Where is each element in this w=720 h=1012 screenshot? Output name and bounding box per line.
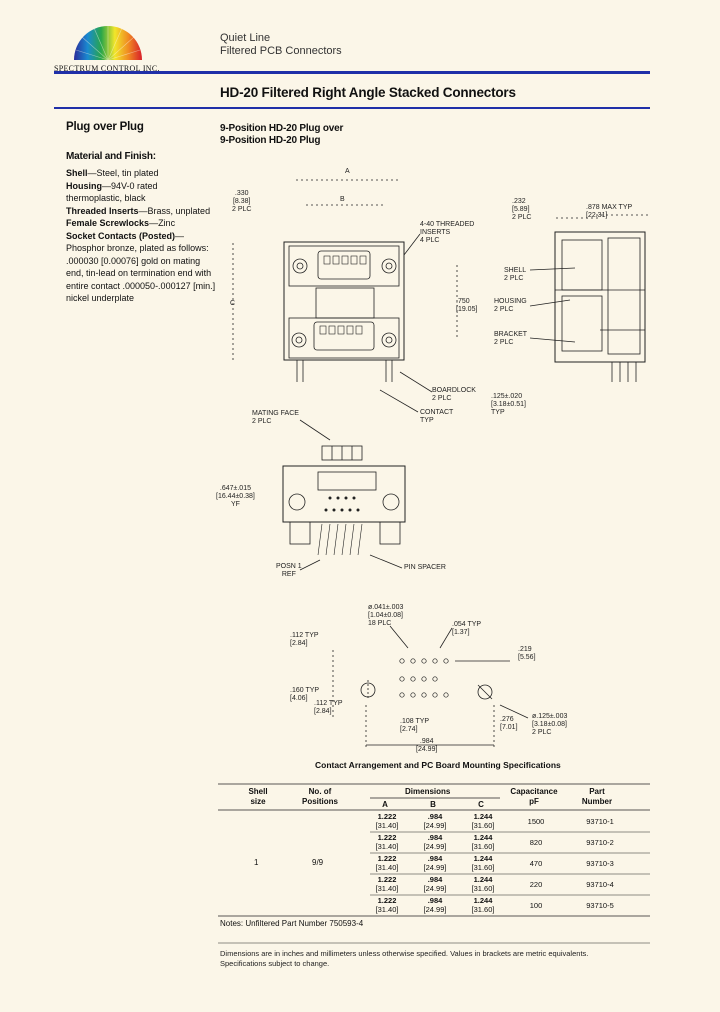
- figure-subtitle-2: 9-Position HD-20 Plug: [220, 135, 321, 146]
- hole-125-label: ø.125±.003[3.18±0.08]2 PLC: [532, 713, 568, 736]
- mating-view-drawing: [282, 419, 406, 571]
- shell-size-value: 1: [254, 858, 259, 867]
- cell-dim-a: 1.222[31.40]: [375, 875, 399, 893]
- material-spec-list: Shell—Steel, tin plated Housing—94V-0 ra…: [66, 167, 216, 305]
- dim-647: .647±.015[16.44±0.38]YF: [216, 485, 255, 508]
- dim-330: .330[8.38]2 PLC: [232, 190, 252, 213]
- dim-750: .750[19.05]: [456, 298, 478, 313]
- dim-219: .219[5.56]: [518, 646, 536, 661]
- dim-108: .108 TYP[2.74]: [400, 718, 430, 733]
- cell-dim-b: .984[24.99]: [423, 833, 447, 851]
- cell-part-number: 93710-3: [586, 859, 614, 868]
- cell-capacitance: 470: [529, 859, 543, 868]
- hole-041-label: ø.041±.003[1.04±0.08]18 PLC: [368, 604, 404, 627]
- dim-984: .984[24.99]: [416, 738, 438, 753]
- page-title: HD-20 Filtered Right Angle Stacked Conne…: [220, 85, 516, 100]
- spec-inserts: Threaded Inserts—Brass, unplated: [66, 205, 211, 216]
- cell-part-number: 93710-1: [586, 817, 614, 826]
- spec-shell: Shell—Steel, tin plated: [66, 168, 159, 178]
- cell-part-number: 93710-2: [586, 838, 614, 847]
- col-header-b: B: [430, 800, 436, 809]
- dim-112-a: .112 TYP[2.84]: [290, 632, 319, 647]
- table-notes: Notes: Unfiltered Part Number 750593-4: [220, 919, 364, 928]
- col-header-a: A: [382, 800, 388, 809]
- front-view-drawing: [232, 179, 458, 413]
- dim-160: .160 TYP[4.06]: [290, 687, 320, 702]
- footer-line-2: Specifications subject to change.: [220, 959, 330, 968]
- cell-dim-b: .984[24.99]: [423, 875, 447, 893]
- header-line-2: Filtered PCB Connectors: [220, 45, 342, 57]
- cell-capacitance: 1500: [527, 817, 545, 826]
- dim-c: C: [230, 300, 236, 307]
- section-heading: Plug over Plug: [66, 121, 144, 133]
- material-heading: Material and Finish:: [66, 151, 156, 162]
- cell-part-number: 93710-4: [586, 880, 614, 889]
- header-rule: [54, 71, 650, 74]
- dim-a: A: [345, 168, 350, 175]
- spectrum-logo: [74, 26, 142, 61]
- cell-dim-c: 1.244[31.60]: [471, 896, 495, 914]
- cell-capacitance: 100: [529, 901, 543, 910]
- spec-screwlocks: Female Screwlocks—Zinc: [66, 218, 176, 228]
- cell-dim-c: 1.244[31.60]: [471, 854, 495, 872]
- footer-line-1: Dimensions are in inches and millimeters…: [220, 949, 589, 958]
- col-header-dimensions: Dimensions: [405, 787, 451, 796]
- cell-capacitance: 220: [529, 880, 543, 889]
- cell-dim-a: 1.222[31.40]: [375, 896, 399, 914]
- figure-subtitle-1: 9-Position HD-20 Plug over: [220, 123, 344, 134]
- cell-dim-a: 1.222[31.40]: [375, 833, 399, 851]
- spec-housing: Housing—94V-0 rated thermoplastic, black: [66, 180, 158, 204]
- cell-dim-c: 1.244[31.60]: [471, 812, 495, 830]
- cell-dim-a: 1.222[31.40]: [375, 854, 399, 872]
- cell-dim-b: .984[24.99]: [423, 812, 447, 830]
- dim-112-b: .112 TYP[2.84]: [314, 700, 343, 715]
- table-caption: Contact Arrangement and PC Board Mountin…: [315, 760, 561, 770]
- side-view-drawing: [529, 214, 650, 382]
- cell-dim-a: 1.222[31.40]: [375, 812, 399, 830]
- cell-dim-b: .984[24.99]: [423, 896, 447, 914]
- cell-dim-b: .984[24.99]: [423, 854, 447, 872]
- cell-dim-c: 1.244[31.60]: [471, 875, 495, 893]
- cell-capacitance: 820: [529, 838, 543, 847]
- spec-contacts: Socket Contacts (Posted)—Phosphor bronze…: [66, 230, 216, 304]
- dim-878: .878 MAX TYP[22.31]: [586, 204, 633, 219]
- dim-232: .232[5.89]2 PLC: [512, 198, 532, 221]
- dim-054: .054 TYP[1.37]: [452, 621, 482, 636]
- title-rule: [54, 107, 650, 109]
- cell-part-number: 93710-5: [586, 901, 614, 910]
- company-name: SPECTRUM CONTROL INC.: [54, 64, 160, 73]
- table-rules: [218, 783, 650, 944]
- col-header-c: C: [478, 800, 484, 809]
- cell-dim-c: 1.244[31.60]: [471, 833, 495, 851]
- dim-b: B: [340, 196, 345, 203]
- header-line-1: Quiet Line: [220, 32, 271, 44]
- pcb-layout-drawing: [332, 625, 529, 750]
- positions-value: 9/9: [312, 858, 324, 867]
- pin-spacer-label: PIN SPACER: [404, 564, 446, 571]
- dim-276: .276[7.01]: [500, 716, 518, 731]
- dim-125: .125±.020[3.18±0.51]TYP: [491, 393, 526, 416]
